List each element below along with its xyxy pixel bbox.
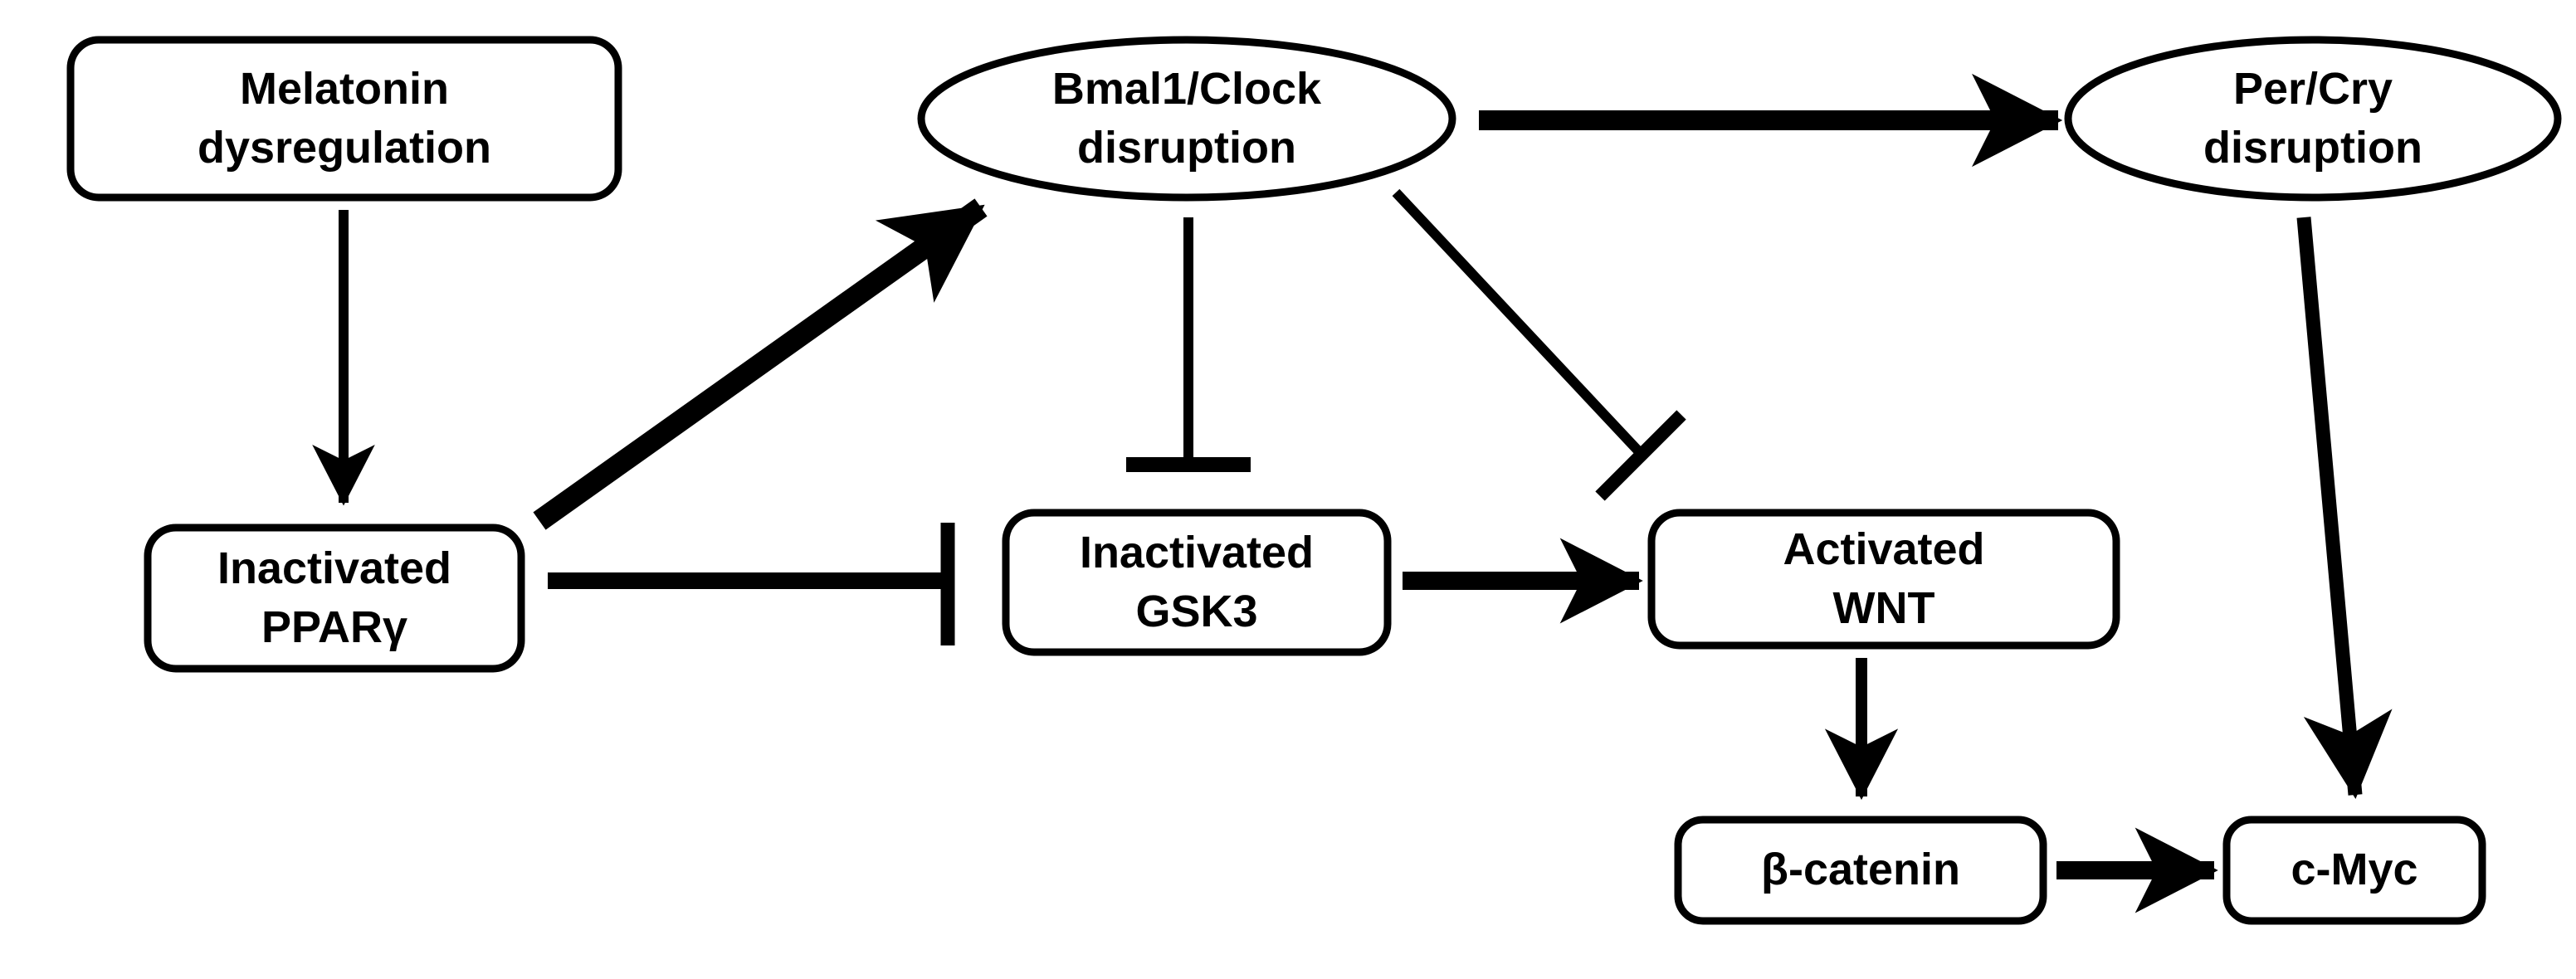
node-shape-melatonin[interactable] — [66, 36, 622, 202]
node-shape-beta-catenin[interactable] — [1674, 816, 2047, 925]
edge-bmal1-inhibits-wnt — [1392, 188, 1686, 501]
node-shape-wnt[interactable] — [1647, 509, 2120, 650]
node-shapes — [66, 36, 2562, 925]
edges — [312, 73, 2393, 913]
node-shape-ppar-gamma[interactable] — [144, 524, 525, 673]
node-shape-gsk3[interactable] — [1002, 509, 1392, 656]
node-shape-c-myc[interactable] — [2222, 816, 2486, 925]
edge-ppar-to-bmal1 — [533, 198, 988, 530]
edge-bmal1-inhibits-gsk3 — [1126, 217, 1251, 472]
node-shape-per-cry[interactable] — [2064, 36, 2562, 202]
node-shape-bmal1-clock[interactable] — [917, 36, 1456, 202]
edge-percry-to-cmyc — [2296, 217, 2393, 799]
edge-ppar-inhibits-gsk3 — [548, 523, 955, 645]
